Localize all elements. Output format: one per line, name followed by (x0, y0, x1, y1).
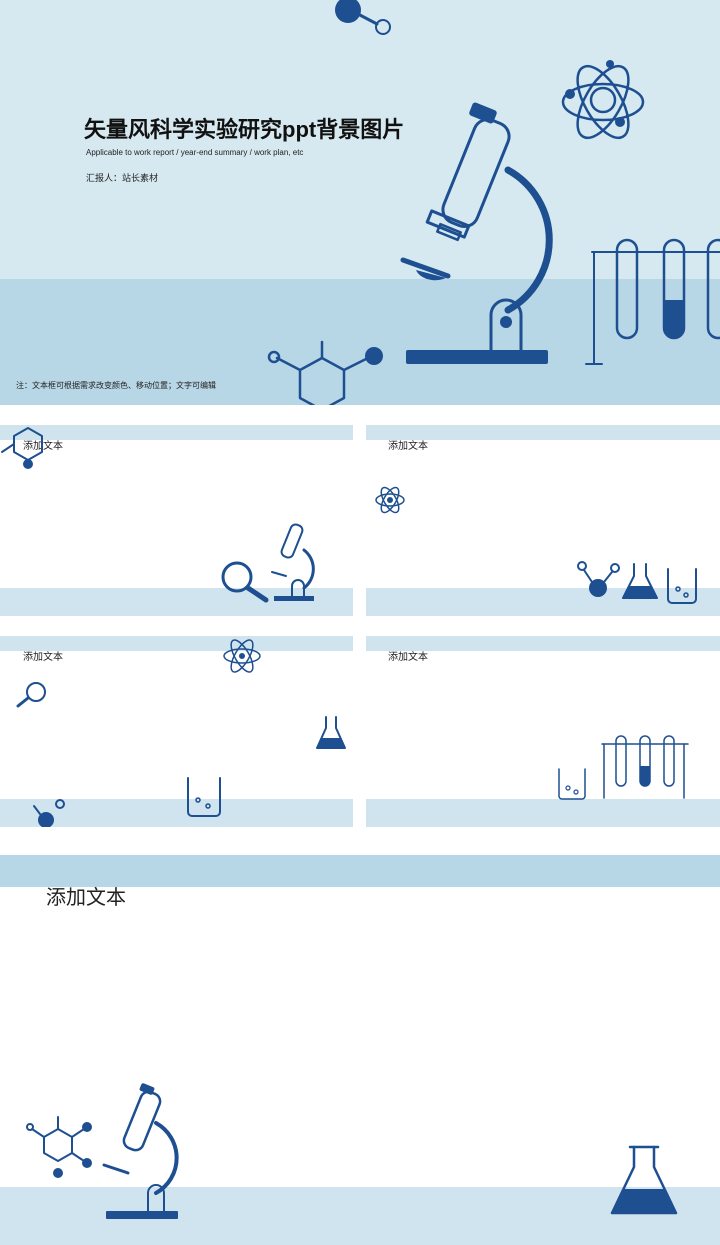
magnifier-icon (221, 561, 269, 603)
molecule-icon (26, 1116, 92, 1178)
content-slide: 添加文本 (366, 425, 720, 616)
microscope-icon (102, 1083, 179, 1219)
microscope-icon (400, 102, 553, 364)
beaker-icon (558, 768, 586, 800)
content-slide: 添加文本 (366, 636, 720, 827)
slide-label: 添加文本 (388, 652, 428, 663)
top-band (366, 636, 720, 651)
top-band (0, 855, 720, 887)
content-slide: 添加文本 (0, 855, 720, 1245)
slide-label: 添加文本 (23, 652, 63, 663)
content-slide: 添加文本 (0, 636, 353, 827)
top-band (0, 425, 353, 440)
test-tube-rack-icon (585, 238, 720, 365)
bottom-band (366, 588, 720, 616)
flask-icon (316, 716, 346, 749)
cover-note: 注：文本框可根据需求改变颜色、移动位置；文字可编辑 (16, 381, 216, 390)
magnifier-icon (16, 682, 46, 708)
molecule-icon (267, 340, 383, 405)
cover-reporter: 汇报人：站长素材 (86, 173, 159, 183)
top-band (366, 425, 720, 440)
slide-label: 添加文本 (388, 441, 428, 452)
beaker-icon (667, 568, 697, 604)
atom-icon (223, 639, 261, 673)
bottom-band (366, 799, 720, 827)
cover-slide: 矢量风科学实验研究ppt背景图片 Applicable to work repo… (0, 0, 720, 405)
beaker-icon (187, 777, 221, 817)
flask-icon (610, 1145, 678, 1215)
slide-label: 添加文本 (46, 887, 126, 909)
content-slide: 添加文本 (0, 425, 353, 616)
atom-icon (561, 60, 645, 140)
molecule-icon (335, 0, 391, 35)
cover-subtitle: Applicable to work report / year-end sum… (86, 148, 304, 157)
cover-floor-band (0, 279, 720, 405)
top-band (0, 636, 353, 651)
cover-title: 矢量风科学实验研究ppt背景图片 (84, 117, 405, 142)
flask-icon (622, 563, 658, 599)
bottom-band (0, 799, 353, 827)
bottom-band (0, 588, 353, 616)
molecule-icon (1, 427, 43, 469)
molecule-icon (577, 561, 620, 597)
atom-icon (375, 486, 405, 514)
test-tube-rack-icon (601, 735, 689, 799)
microscope-icon (271, 523, 315, 601)
molecule-icon (33, 799, 65, 827)
